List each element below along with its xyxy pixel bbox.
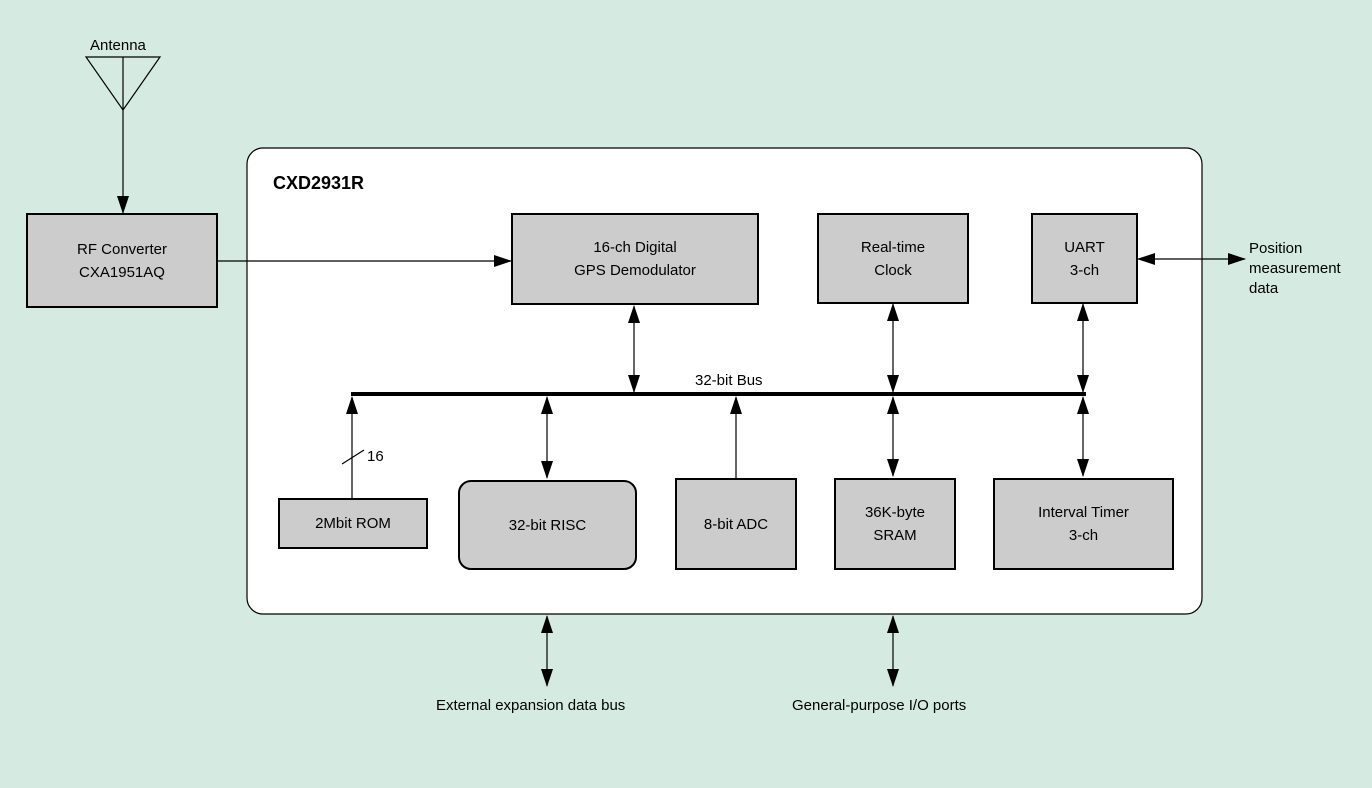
block-label: 36K-byte: [864, 504, 926, 521]
antenna-icon: [84, 56, 162, 112]
rf-converter-block: RF Converter CXA1951AQ: [26, 213, 218, 308]
external-bus-label: External expansion data bus: [436, 697, 626, 714]
position-data-line: data: [1249, 280, 1279, 297]
block-label: 3-ch: [1069, 261, 1100, 279]
risc-block: 32-bit RISC: [458, 480, 637, 570]
block-label: Interval Timer: [1038, 504, 1129, 521]
block-label: UART: [1064, 238, 1105, 256]
real-time-clock-block: Real-time Clock: [817, 213, 969, 304]
block-label: CXA1951AQ: [79, 263, 165, 281]
chip-title: CXD2931R: [273, 173, 365, 193]
gpio-label: General-purpose I/O ports: [792, 697, 967, 714]
block-label: GPS Demodulator: [574, 262, 696, 279]
adc-block: 8-bit ADC: [675, 478, 797, 570]
block-label: SRAM: [873, 527, 917, 544]
sram-block: 36K-byte SRAM: [834, 478, 956, 570]
uart-block: UART 3-ch: [1031, 213, 1138, 304]
position-data-line: Position: [1249, 240, 1303, 257]
rom-bus-width-mark: [341, 449, 365, 465]
antenna-label: Antenna: [90, 37, 146, 54]
block-label: Clock: [874, 261, 912, 279]
position-data-line: measurement: [1249, 260, 1341, 277]
interval-timer-block: Interval Timer 3-ch: [993, 478, 1174, 570]
gps-demodulator-block: 16-ch Digital GPS Demodulator: [511, 213, 759, 305]
block-label: 32-bit RISC: [508, 516, 587, 534]
rom-bus-width-label: 16: [367, 448, 384, 465]
block-label: 2Mbit ROM: [315, 515, 391, 532]
block-label: RF Converter: [76, 240, 168, 258]
block-label: 3-ch: [1068, 527, 1099, 544]
block-label: 8-bit ADC: [703, 515, 769, 533]
rom-block: 2Mbit ROM: [278, 498, 428, 549]
block-label: 16-ch Digital: [593, 239, 677, 256]
position-data-label: Position measurement data: [1249, 239, 1341, 299]
bus-label: 32-bit Bus: [695, 372, 763, 389]
block-label: Real-time: [860, 238, 926, 256]
